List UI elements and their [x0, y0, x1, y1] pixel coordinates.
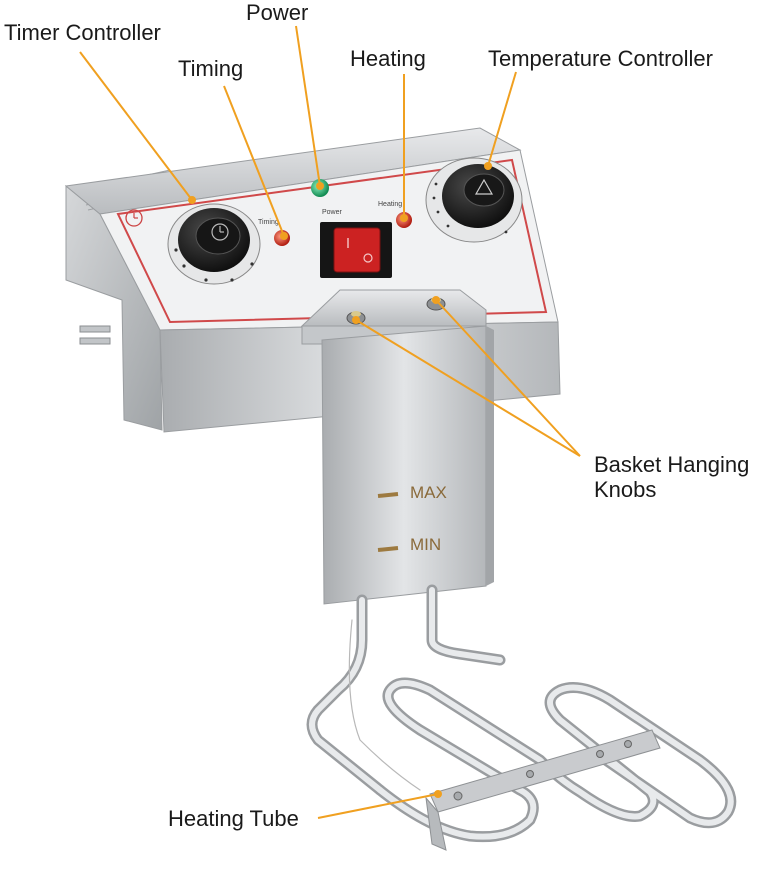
panel-power-text: Power	[322, 209, 343, 216]
element-plate	[321, 325, 494, 605]
power-switch	[320, 222, 392, 278]
leader-timer-controller	[79, 51, 193, 201]
label-basket-hanging-knobs: Basket Hanging Knobs	[594, 452, 750, 503]
clock-icon	[125, 209, 143, 227]
heating-tube-bracket	[425, 729, 661, 851]
temperature-scale-marks	[432, 182, 508, 234]
timer-scale-marks	[174, 248, 254, 282]
leader-timing	[223, 85, 285, 237]
min-line	[377, 546, 399, 552]
label-temperature-controller: Temperature Controller	[488, 46, 713, 71]
panel-heating-text: Heating	[378, 201, 402, 208]
leader-dots	[188, 162, 492, 798]
temperature-knob	[425, 157, 523, 243]
leader-knob-right	[435, 299, 581, 457]
label-timer-controller: Timer Controller	[4, 20, 161, 45]
panel-timing-text: Timing	[258, 219, 279, 226]
heating-element	[306, 584, 737, 843]
leader-heating-tube	[317, 793, 439, 819]
panel-border	[116, 158, 548, 324]
max-line	[377, 492, 399, 498]
leader-power	[295, 25, 321, 187]
label-power: Power	[246, 0, 309, 25]
label-timing: Timing	[178, 56, 244, 81]
label-heating-tube: Heating Tube	[168, 806, 299, 831]
side-connector	[79, 325, 111, 345]
min-mark: MIN	[410, 535, 441, 554]
leader-lines	[79, 25, 581, 819]
max-mark: MAX	[410, 483, 447, 502]
timer-knob	[167, 203, 261, 285]
label-heating: Heating	[350, 46, 426, 71]
leader-knob-left	[355, 319, 581, 457]
leader-temperature-controller	[487, 71, 517, 167]
